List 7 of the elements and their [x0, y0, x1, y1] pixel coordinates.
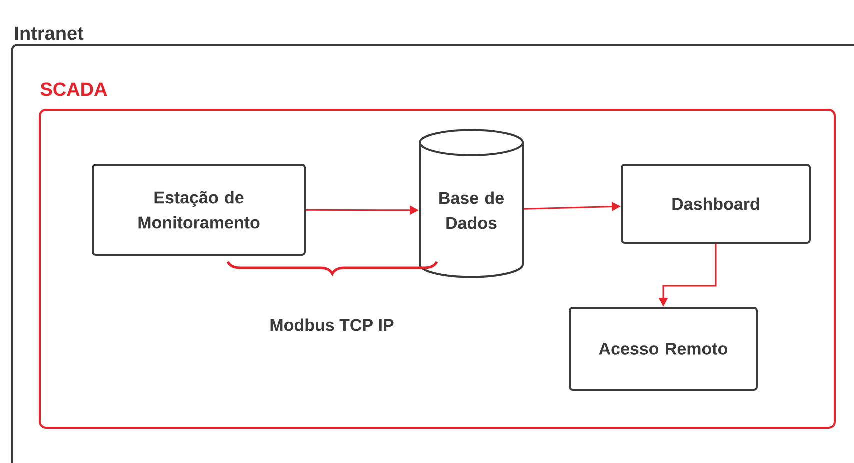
process-box: Estação de Monitoramento	[92, 164, 306, 256]
database-cylinder: Base de Dados	[419, 129, 524, 278]
brace-label: Modbus TCP IP	[270, 318, 394, 332]
process-box: Acesso Remoto	[569, 307, 758, 391]
process-box: Dashboard	[621, 164, 811, 244]
group-title: SCADA	[40, 82, 108, 96]
group-title: Intranet	[15, 26, 84, 40]
